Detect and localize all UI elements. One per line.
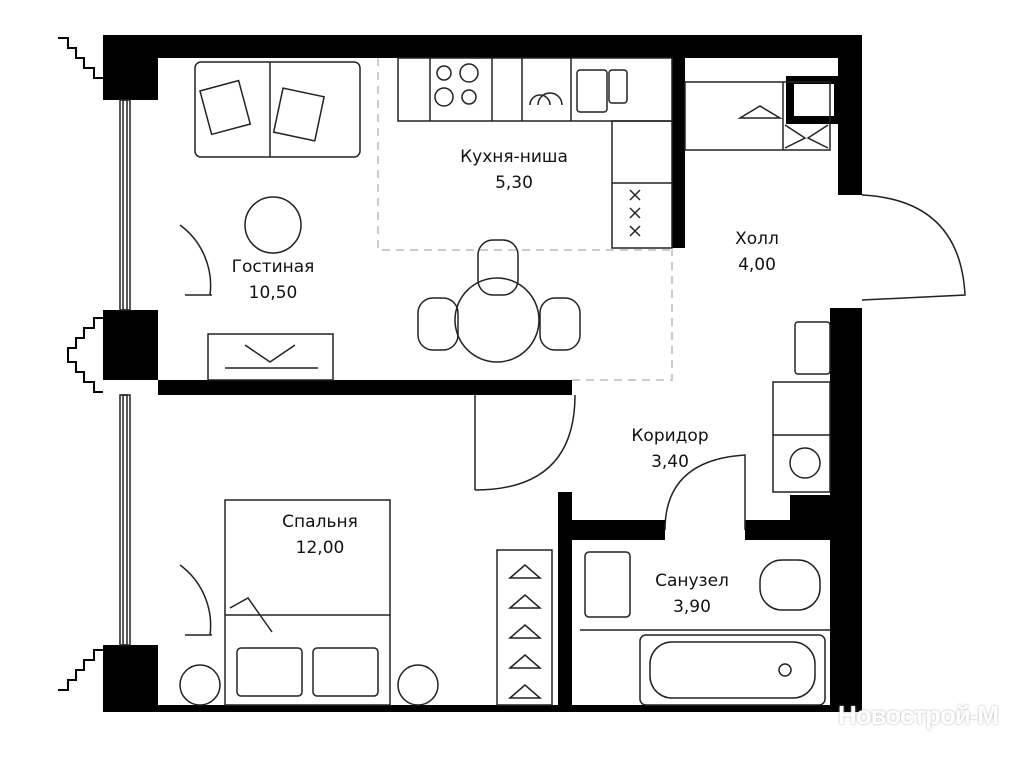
kitchen-counter [397,57,673,122]
room-corridor: Коридор 3,40 [631,423,708,475]
bathtub [639,634,826,706]
room-hall: Холл 4,00 [735,226,779,278]
room-area: 10,50 [248,283,298,303]
room-bathroom: Санузел 3,90 [655,568,729,620]
entry-door [861,194,966,301]
room-name: Гостиная [231,257,315,277]
room-kitchen: Кухня-ниша 5,30 [460,144,568,196]
washing-machine [772,381,831,493]
room-area: 12,00 [295,538,345,558]
room-bedroom: Спальня 12,00 [282,509,358,561]
dining-table [454,277,540,363]
tv-stand [207,333,334,381]
sofa [194,61,361,158]
room-livingroom: Гостиная 10,50 [232,254,315,306]
room-area: 4,00 [738,255,776,275]
room-area: 3,90 [673,597,711,617]
watermark: Новострой-М [838,700,999,730]
room-area: 3,40 [651,452,689,472]
table-lamp [244,196,302,254]
exterior-steps [58,37,103,691]
furniture [179,57,966,706]
room-name: Холл [735,229,779,249]
room-name: Санузел [655,571,729,591]
sink [584,551,631,618]
room-area: 5,30 [495,173,533,193]
walls [103,35,862,712]
wardrobe-hall [684,81,831,151]
windows [119,99,212,646]
wardrobe-bedroom [496,549,553,706]
toilet [759,559,821,611]
bed [224,499,391,706]
dashed-zones [377,58,673,381]
room-name: Спальня [282,512,358,532]
room-name: Кухня-ниша [460,147,568,167]
room-name: Коридор [631,426,709,446]
